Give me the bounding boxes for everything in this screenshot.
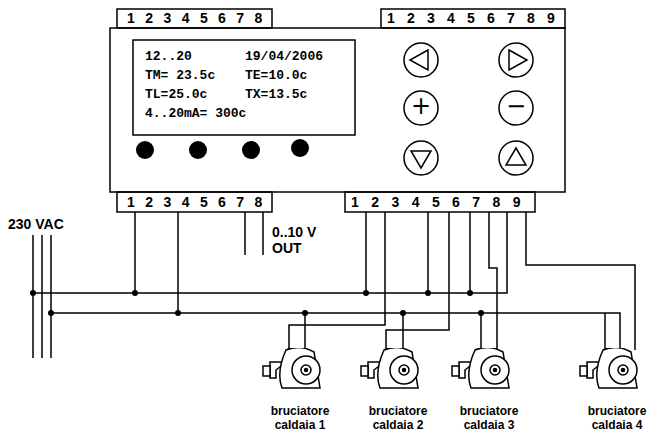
burner-symbol xyxy=(262,348,338,404)
burner-symbol xyxy=(360,348,436,404)
controller-housing xyxy=(110,28,565,192)
terminal-number: 6 xyxy=(449,194,463,210)
burner-label: bruciatore caldaia 4 xyxy=(581,404,653,432)
burner-node: bruciatore caldaia 3 xyxy=(451,348,527,432)
burner-symbol xyxy=(579,348,655,404)
lcd-text: 4..20mA= 300c xyxy=(145,106,246,121)
terminal-number: 5 xyxy=(429,194,443,210)
burner-node: bruciatore caldaia 1 xyxy=(262,348,338,432)
terminal-number: 2 xyxy=(142,194,156,210)
terminal-number: 8 xyxy=(524,10,538,26)
terminal-number: 4 xyxy=(179,10,193,26)
terminal-number: 7 xyxy=(233,194,247,210)
terminal-number: 6 xyxy=(215,10,229,26)
supply-label: 230 VAC xyxy=(8,216,64,232)
burner-label: bruciatore caldaia 1 xyxy=(264,404,336,432)
lcd-text: 12..20 xyxy=(145,49,192,64)
lcd-text: TL=25.0c xyxy=(145,87,207,102)
terminal-number: 4 xyxy=(409,194,423,210)
lcd-text: TX=13.5c xyxy=(245,87,307,102)
terminal-number: 9 xyxy=(544,10,558,26)
terminal-number: 8 xyxy=(251,194,265,210)
terminal-number: 2 xyxy=(368,194,382,210)
lcd-frame xyxy=(133,40,355,135)
terminal-number: 3 xyxy=(160,10,174,26)
terminal-number: 4 xyxy=(179,194,193,210)
output-label: 0..10 V OUT xyxy=(272,224,320,256)
burner-symbol xyxy=(451,348,527,404)
terminal-number: 4 xyxy=(444,10,458,26)
terminal-number: 8 xyxy=(489,194,503,210)
terminal-strip xyxy=(345,192,535,212)
terminal-number: 2 xyxy=(404,10,418,26)
terminal-number: 6 xyxy=(484,10,498,26)
terminal-number: 5 xyxy=(197,10,211,26)
button-symbol: − xyxy=(504,94,528,118)
terminal-number: 1 xyxy=(124,10,138,26)
terminal-strip xyxy=(117,9,272,28)
lcd-display: 12..20 19/04/2006TM= 23.5c TE=10.0cTL=25.0… xyxy=(133,40,355,135)
terminal-number: 3 xyxy=(160,194,174,210)
lcd-text: TE=10.0c xyxy=(245,68,307,83)
burner-label: bruciatore caldaia 3 xyxy=(453,404,525,432)
terminal-number: 3 xyxy=(388,194,402,210)
burner-node: bruciatore caldaia 4 xyxy=(579,348,655,432)
terminal-number: 6 xyxy=(215,194,229,210)
terminal-number: 5 xyxy=(197,194,211,210)
terminal-number: 8 xyxy=(251,10,265,26)
button-symbol: + xyxy=(409,94,433,118)
terminal-number: 9 xyxy=(510,194,524,210)
terminal-number: 7 xyxy=(469,194,483,210)
terminal-number: 1 xyxy=(384,10,398,26)
terminal-number: 2 xyxy=(142,10,156,26)
terminal-number: 7 xyxy=(233,10,247,26)
burner-node: bruciatore caldaia 2 xyxy=(360,348,436,432)
burner-label: bruciatore caldaia 2 xyxy=(362,404,434,432)
terminal-number: 1 xyxy=(124,194,138,210)
lcd-text: 19/04/2006 xyxy=(245,49,323,64)
terminal-strip xyxy=(117,192,272,212)
terminal-number: 1 xyxy=(348,194,362,210)
terminal-strip xyxy=(381,9,565,28)
terminal-number: 3 xyxy=(424,10,438,26)
terminal-number: 5 xyxy=(464,10,478,26)
lcd-text: TM= 23.5c xyxy=(145,68,215,83)
terminal-number: 7 xyxy=(504,10,518,26)
